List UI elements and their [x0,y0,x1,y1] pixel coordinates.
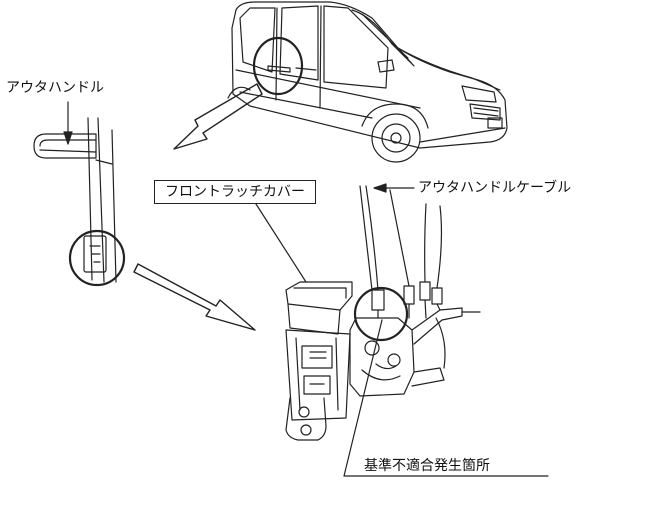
latch-assembly [285,281,481,441]
latch-position-highlight [68,229,126,287]
label-front-latch-cover: フロントラッチカバー [154,180,316,204]
label-defect-location: 基準不適合発生箇所 [364,458,490,474]
label-outer-handle-cable: アウタハンドルケーブル [418,180,572,196]
van-handle-highlight [252,36,304,96]
arrow-to-latch-icon [133,263,256,331]
defect-highlight [353,286,409,342]
arrow-to-handle-icon [173,83,263,150]
outer-handle-detail [33,117,117,283]
outer-handle-cable [365,185,379,291]
label-outer-handle: アウタハンドル [6,80,104,96]
minivan-illustration [227,1,508,163]
